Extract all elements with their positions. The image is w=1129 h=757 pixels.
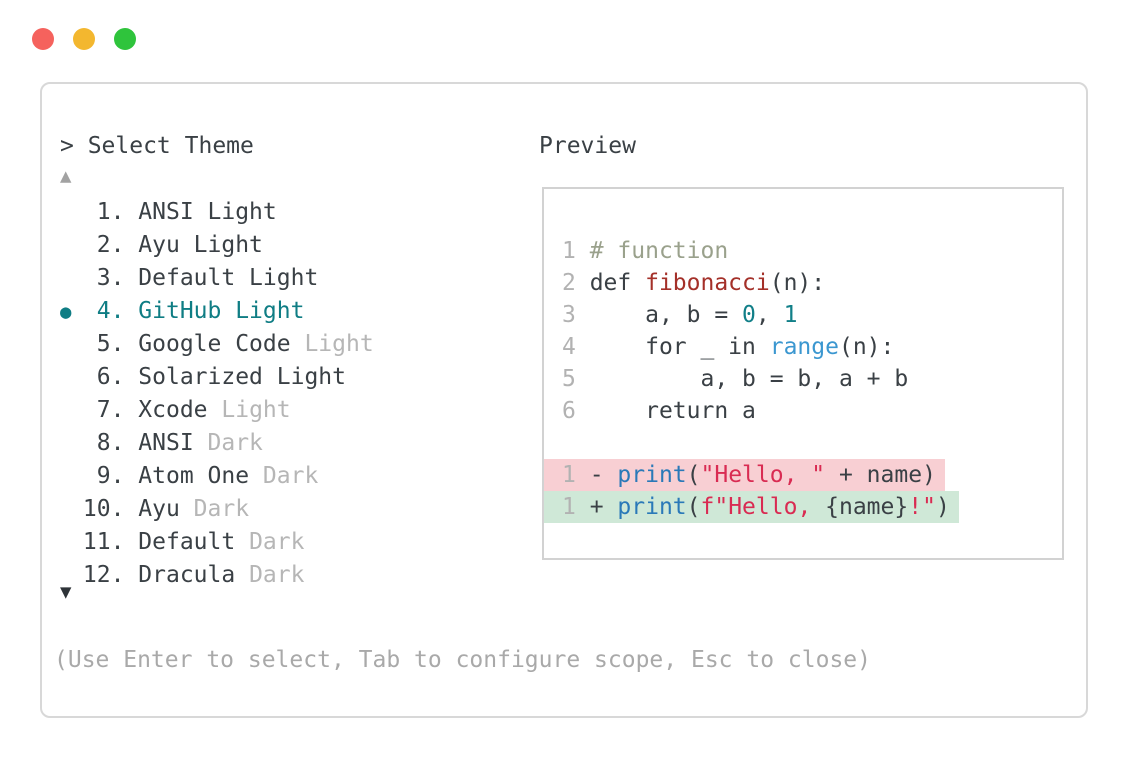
theme-name: ANSI [138, 430, 194, 456]
theme-name: ANSI Light [138, 199, 277, 225]
window-controls [32, 28, 136, 50]
minimize-button[interactable] [73, 28, 95, 50]
theme-number: 6. [82, 364, 139, 390]
line-number: 2 [562, 270, 590, 296]
code-line [562, 427, 1062, 459]
theme-name: Dracula [138, 562, 236, 588]
theme-item-12[interactable]: 12. Dracula Dark [60, 559, 374, 592]
theme-variant: Light [290, 331, 374, 357]
scroll-down-indicator[interactable]: ▼ [60, 581, 72, 603]
line-number: 1 [562, 494, 590, 520]
selected-bullet-icon: ● [60, 301, 83, 323]
maximize-button[interactable] [114, 28, 136, 50]
code-line: 4 for _ in range(n): [562, 334, 895, 360]
code-line: 1 # function [562, 238, 729, 264]
theme-name: Ayu [138, 496, 180, 522]
theme-item-1[interactable]: 1. ANSI Light [60, 196, 374, 229]
line-number: 1 [562, 462, 590, 488]
theme-selector-window: > Select Theme Preview ▲ 1. ANSI Light 2… [40, 82, 1088, 718]
line-number: 1 [562, 238, 590, 264]
theme-item-9[interactable]: 9. Atom One Dark [60, 460, 374, 493]
theme-variant: Light [207, 397, 291, 423]
code-line: 3 a, b = 0, 1 [562, 302, 798, 328]
theme-name: Default [138, 529, 236, 555]
scroll-up-indicator[interactable]: ▲ [60, 165, 72, 187]
theme-number: 2. [82, 232, 139, 258]
code-preview: 1 # function 2 def fibonacci(n): 3 a, b = … [544, 189, 1062, 523]
theme-name: Default Light [138, 265, 319, 291]
theme-item-6[interactable]: 6. Solarized Light [60, 361, 374, 394]
preview-title: Preview [539, 133, 636, 159]
close-button[interactable] [32, 28, 54, 50]
footer-hint: (Use Enter to select, Tab to configure s… [54, 647, 871, 673]
theme-number: 10. [82, 496, 139, 522]
theme-name: GitHub Light [138, 298, 305, 324]
theme-variant: Dark [235, 529, 305, 555]
theme-variant: Dark [193, 430, 263, 456]
theme-item-5[interactable]: 5. Google Code Light [60, 328, 374, 361]
theme-list: 1. ANSI Light 2. Ayu Light 3. Default Li… [60, 196, 374, 592]
theme-number: 1. [82, 199, 139, 225]
code-line: 2 def fibonacci(n): [562, 270, 826, 296]
code-line: 6 return a [562, 398, 756, 424]
code-line: 5 a, b = b, a + b [562, 366, 909, 392]
theme-number: 9. [82, 463, 139, 489]
theme-item-10[interactable]: 10. Ayu Dark [60, 493, 374, 526]
theme-item-2[interactable]: 2. Ayu Light [60, 229, 374, 262]
theme-variant: Dark [249, 463, 319, 489]
diff-line-added: 1 + print(f"Hello, {name}!") [544, 491, 959, 523]
theme-number: 5. [82, 331, 139, 357]
theme-name: Google Code [138, 331, 291, 357]
theme-name: Atom One [138, 463, 250, 489]
select-theme-prompt: > Select Theme [60, 133, 254, 159]
line-number: 3 [562, 302, 590, 328]
theme-item-4[interactable]: ● 4. GitHub Light [60, 295, 374, 328]
theme-name: Ayu Light [138, 232, 263, 258]
preview-panel: 1 # function 2 def fibonacci(n): 3 a, b = … [542, 187, 1064, 560]
theme-item-3[interactable]: 3. Default Light [60, 262, 374, 295]
theme-variant: Dark [179, 496, 250, 522]
theme-number: 8. [82, 430, 139, 456]
theme-number: 3. [82, 265, 139, 291]
theme-name: Solarized Light [138, 364, 346, 390]
theme-number: 12. [82, 562, 139, 588]
theme-number: 4. [82, 298, 139, 324]
line-number [562, 430, 590, 456]
line-number: 5 [562, 366, 590, 392]
theme-number: 11. [82, 529, 139, 555]
line-number: 4 [562, 334, 590, 360]
theme-number: 7. [82, 397, 139, 423]
theme-item-11[interactable]: 11. Default Dark [60, 526, 374, 559]
diff-line-removed: 1 - print("Hello, " + name) [544, 459, 945, 491]
theme-item-8[interactable]: 8. ANSI Dark [60, 427, 374, 460]
theme-item-7[interactable]: 7. Xcode Light [60, 394, 374, 427]
theme-variant: Dark [235, 562, 305, 588]
line-number: 6 [562, 398, 590, 424]
theme-name: Xcode [138, 397, 208, 423]
